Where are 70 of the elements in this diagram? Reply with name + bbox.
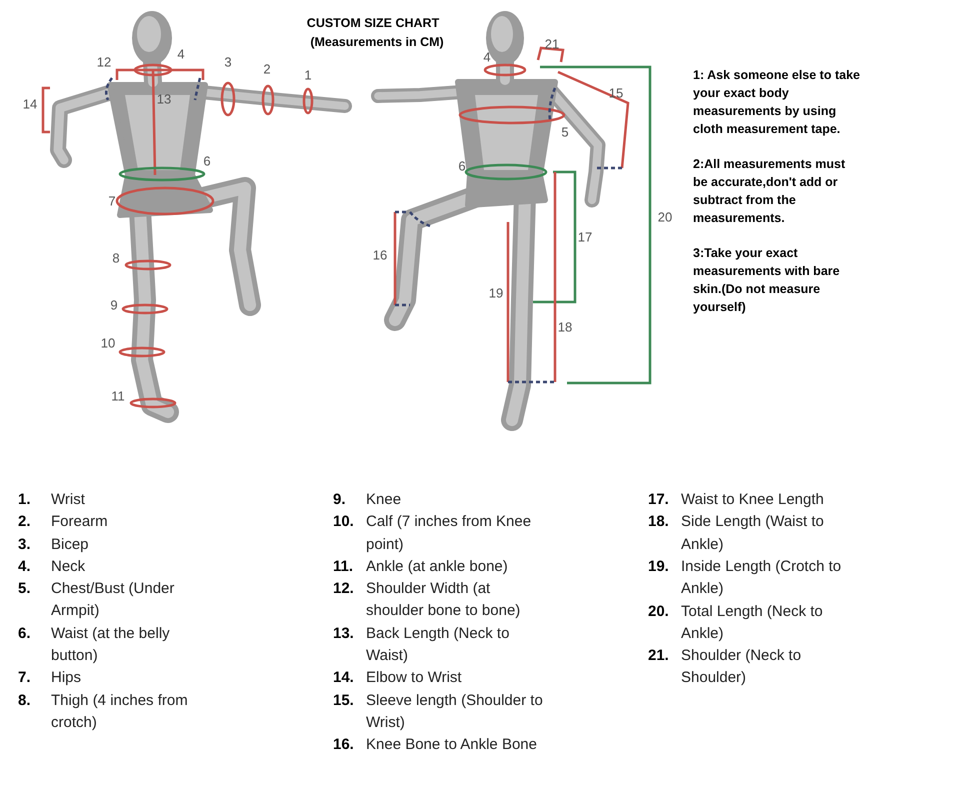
callout-number: 16 <box>372 248 388 262</box>
measurement-name: Knee <box>366 490 402 510</box>
callout-number: 4 <box>483 50 491 64</box>
measurement-name: Sleeve length (Shoulder to Wrist) <box>366 690 544 733</box>
list-number: 13. <box>333 624 354 644</box>
callout-number: 14 <box>22 96 38 112</box>
list-number: 19. <box>648 556 669 577</box>
callout-number: 1 <box>304 68 312 82</box>
list-number: 18. <box>648 512 669 532</box>
list-number: 6. <box>18 624 31 644</box>
measurement-name: Shoulder (Neck to Shoulder) <box>681 646 802 688</box>
callout-number: 6 <box>458 158 466 174</box>
chart-title: CUSTOM SIZE CHART <box>306 16 440 30</box>
list-number: 10. <box>333 512 354 532</box>
measurement-name: Hips <box>51 668 82 688</box>
list-number: 7. <box>18 668 31 688</box>
measurement-name: Thigh (4 inches from crotch) <box>51 690 189 733</box>
callout-number: 18 <box>558 320 572 334</box>
list-number: 4. <box>18 556 31 577</box>
callout-number: 6 <box>203 154 211 168</box>
list-number: 16. <box>333 735 354 756</box>
measurement-name: Calf (7 inches from Knee point) <box>366 512 532 555</box>
callout-number: 3 <box>224 54 232 70</box>
instruction-note: 3:Take your exact measurements with bare skin.(Do not measure yourself) <box>693 245 841 316</box>
instruction-note: 1: Ask someone else to take your exact body measurements by using cloth measurement tape. <box>693 67 861 138</box>
callout-number: 15 <box>608 86 624 100</box>
callout-number: 4 <box>177 46 185 62</box>
measurement-name: Waist (at the belly button) <box>51 624 171 666</box>
measurement-name: Knee Bone to Ankle Bone <box>366 735 538 756</box>
list-number: 1. <box>18 490 31 510</box>
callout-number: 13 <box>156 92 172 106</box>
measurement-name: Ankle (at ankle bone) <box>366 556 509 577</box>
measurement-name: Forearm <box>51 512 109 532</box>
measurement-name: Neck <box>51 556 86 577</box>
callout-number: 7 <box>108 194 116 208</box>
callout-number: 8 <box>112 250 120 266</box>
measurement-name: Inside Length (Crotch to Ankle) <box>681 556 842 600</box>
measurement-name: Shoulder Width (at shoulder bone to bone) <box>366 579 522 622</box>
list-number: 2. <box>18 512 31 532</box>
callout-number: 11 <box>111 388 125 404</box>
callout-number: 5 <box>561 124 569 140</box>
list-number: 20. <box>648 602 669 622</box>
measurement-name: Side Length (Waist to Ankle) <box>681 512 825 555</box>
list-number: 8. <box>18 690 31 711</box>
callout-number: 9 <box>110 298 118 312</box>
measurement-name: Bicep <box>51 534 90 555</box>
list-number: 15. <box>333 690 354 711</box>
list-number: 11. <box>333 556 354 577</box>
measurement-name: Total Length (Neck to Ankle) <box>681 602 824 644</box>
chart-subtitle: (Measurements in CM) <box>310 35 444 49</box>
measurement-name: Wrist <box>51 490 86 510</box>
list-number: 9. <box>333 490 346 510</box>
list-number: 21. <box>648 646 669 666</box>
callout-number: 20 <box>658 210 672 224</box>
callout-number: 12 <box>96 54 112 70</box>
list-number: 5. <box>18 579 31 600</box>
measurement-name: Elbow to Wrist <box>366 668 463 688</box>
callout-number: 2 <box>263 62 271 76</box>
callout-number: 19 <box>488 286 504 300</box>
callout-number: 17 <box>578 230 592 244</box>
list-number: 3. <box>18 534 31 555</box>
measurement-name: Back Length (Neck to Waist) <box>366 624 510 666</box>
list-number: 12. <box>333 579 354 600</box>
list-number: 17. <box>648 490 669 510</box>
measurement-name: Waist to Knee Length <box>681 490 825 510</box>
instruction-note: 2:All measurements must be accurate,don't add or subtract from the measurements. <box>693 156 846 227</box>
callout-number: 21 <box>544 36 560 52</box>
measurement-name: Chest/Bust (Under Armpit) <box>51 579 176 622</box>
callout-number: 10 <box>100 336 116 350</box>
list-number: 14. <box>333 668 354 688</box>
